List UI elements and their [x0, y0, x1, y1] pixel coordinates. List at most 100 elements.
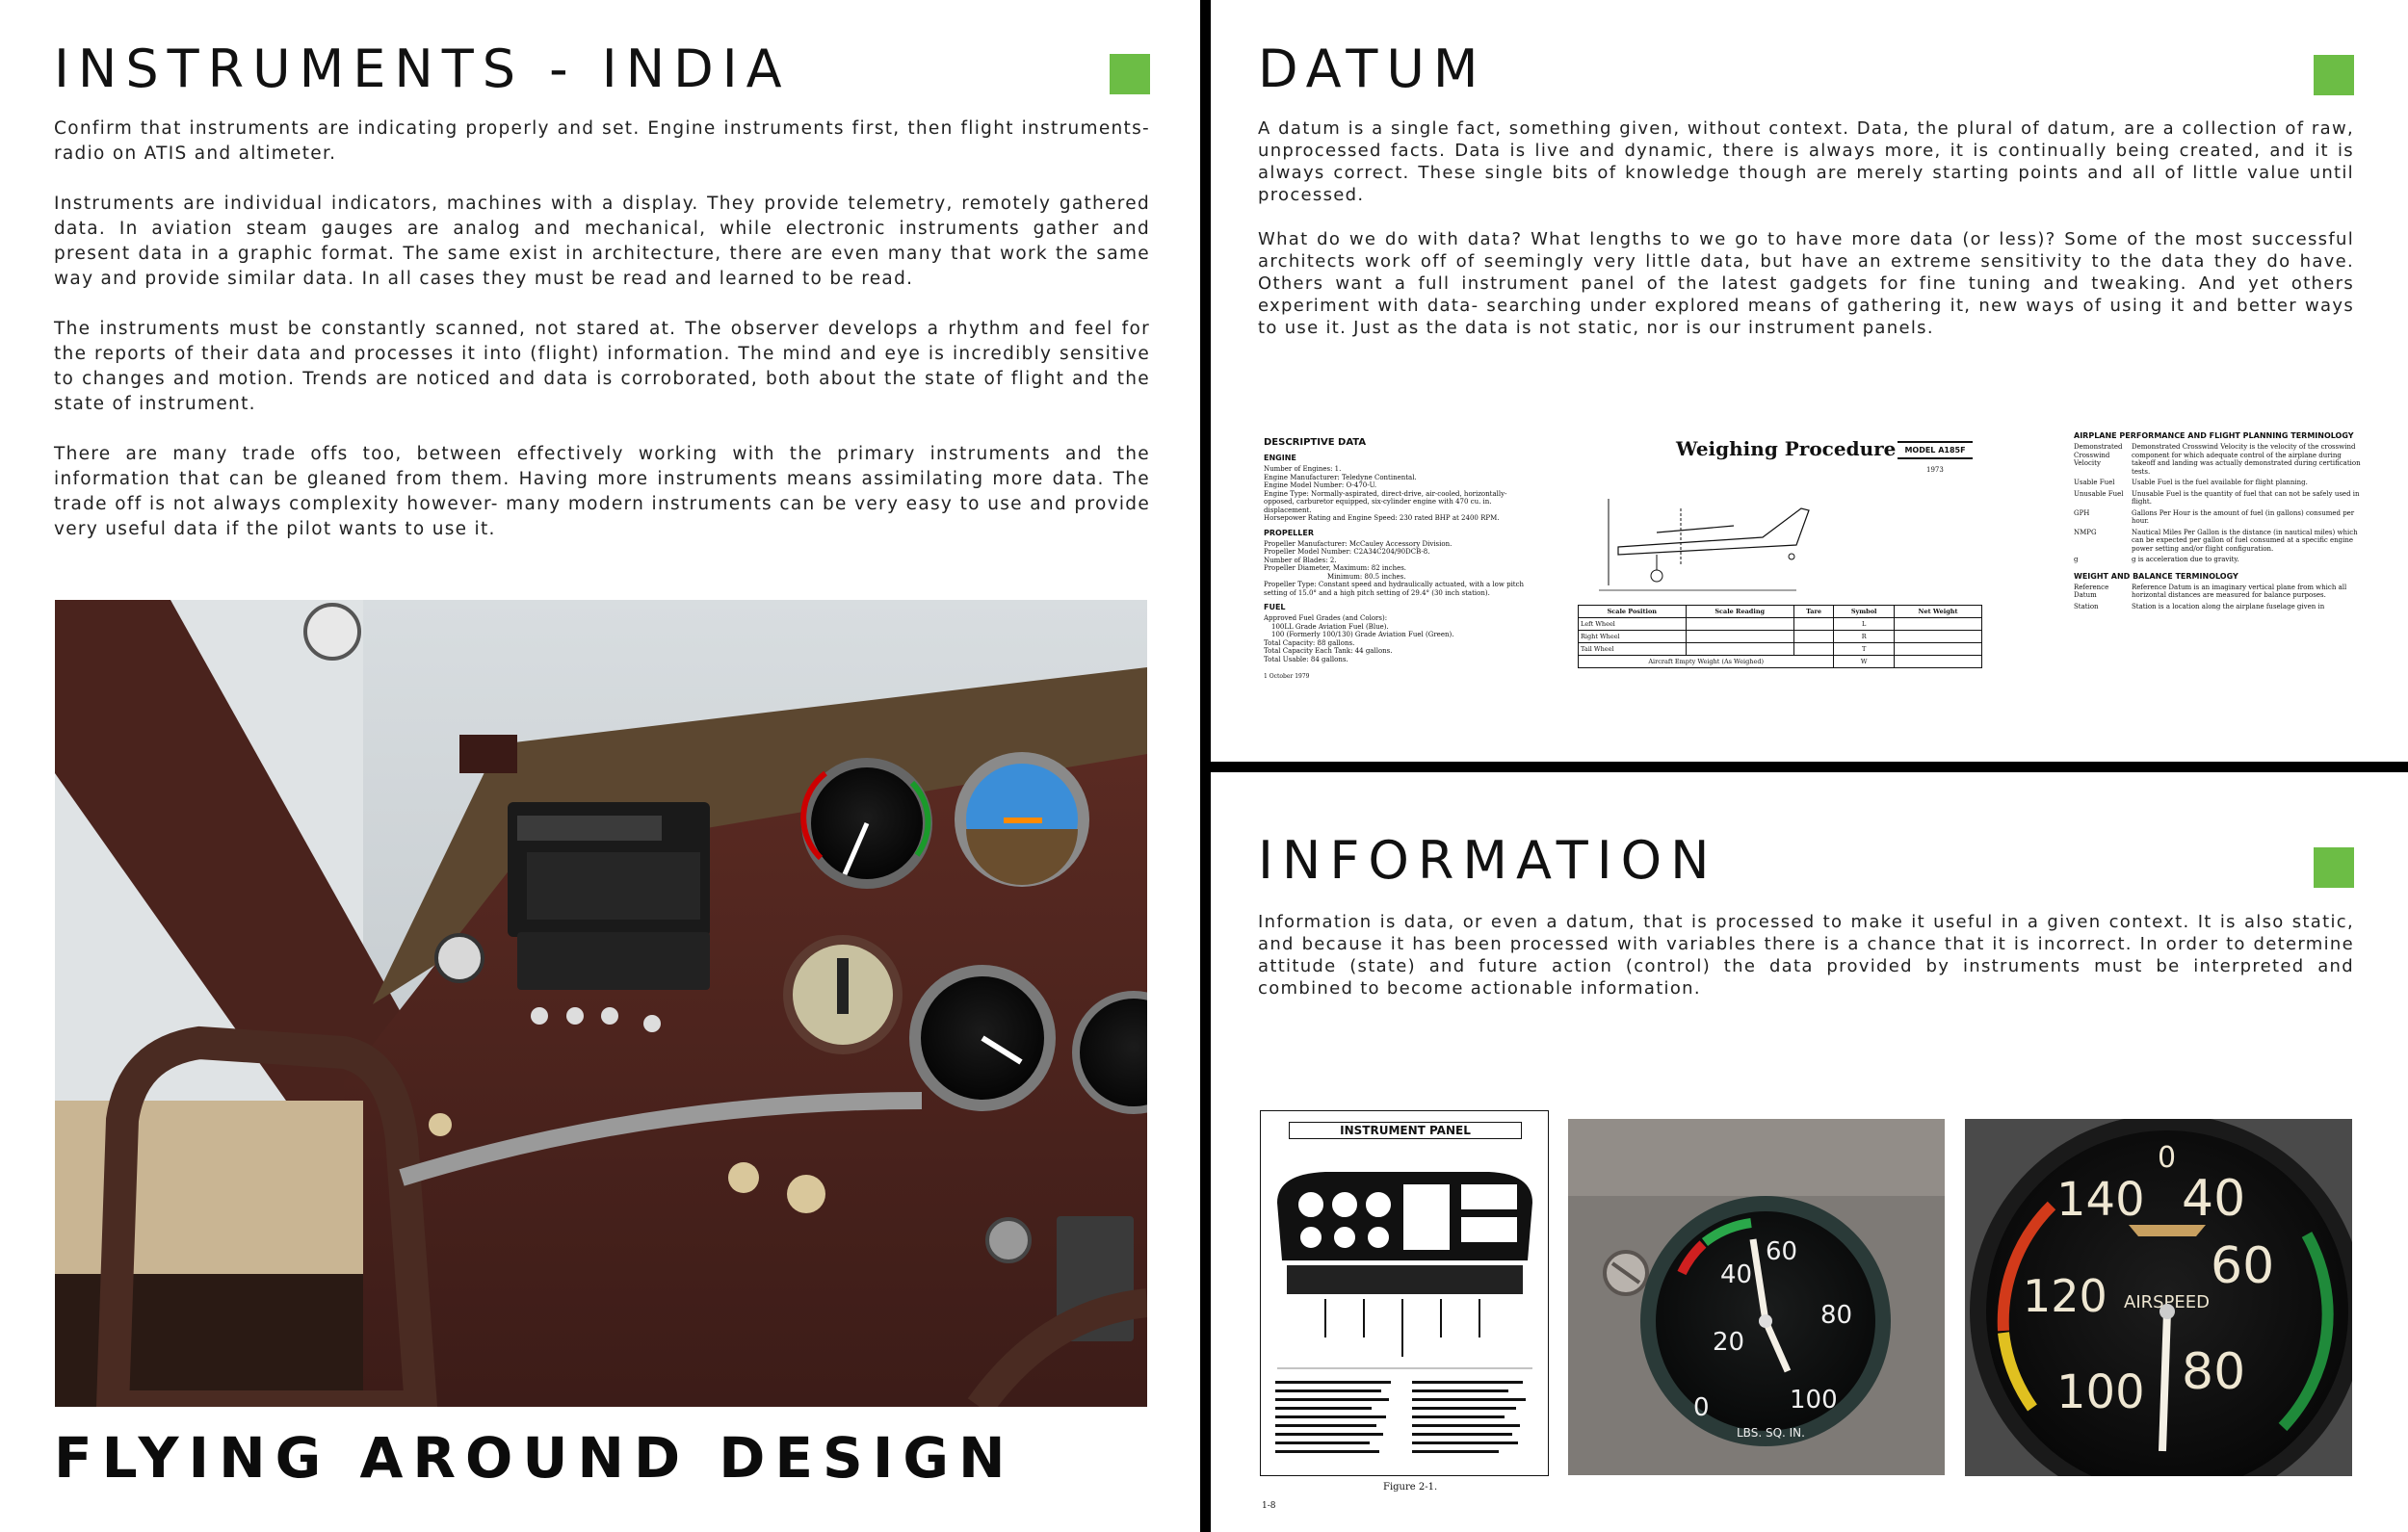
diagram-page-number: 1-8	[1262, 1501, 1276, 1511]
manual-line: 100 (Formerly 100/130) Grade Aviation Fu…	[1271, 631, 1454, 638]
aircraft-diagram	[1599, 499, 1810, 591]
term-row: GPH Gallons Per Hour is the amount of fu…	[2074, 509, 2363, 526]
table-cell: Aircraft Empty Weight (As Weighed)	[1577, 655, 1835, 668]
manual-subheading: PROPELLER	[1264, 528, 1314, 537]
gauge-tick-label: 80	[1820, 1301, 1852, 1330]
airspeed-tick-label: 120	[2023, 1270, 2107, 1322]
gauge-unit-label: LBS. SQ. IN.	[1737, 1426, 1805, 1440]
table-cell	[1793, 642, 1835, 656]
airspeed-tick-label: 140	[2056, 1173, 2145, 1227]
term-row: NMPG Nautical Miles Per Gallon is the di…	[2074, 529, 2363, 554]
weighing-table: Scale Position Scale Reading Tare Symbol…	[1577, 605, 1982, 668]
panel-drawing	[1275, 1172, 1532, 1453]
manual-line: Total Usable: 84 gallons.	[1264, 655, 1348, 663]
term-row: Usable Fuel Usable Fuel is the fuel avai…	[2074, 479, 2363, 487]
manual-line: Propeller Model Number: C2A34C204/90DCB-…	[1264, 548, 1430, 556]
airspeed-tick-label: 100	[2056, 1365, 2145, 1419]
pressure-gauge-photo: 20 0 40 60 80 100 LBS. SQ. IN.	[1568, 1119, 1945, 1475]
gauge-tick-label: 60	[1766, 1237, 1797, 1266]
instruments-paragraph: Confirm that instruments are indicating …	[54, 118, 1150, 164]
airspeed-label: AIRSPEED	[2124, 1292, 2210, 1312]
manual-subheading: FUEL	[1264, 603, 1286, 611]
manual-line: Propeller Type: Constant speed and hydra…	[1264, 581, 1525, 597]
diagram-caption: Figure 2-1.	[1383, 1482, 1438, 1493]
table-cell	[1685, 617, 1794, 631]
term-definition: Usable Fuel is the fuel available for fl…	[2132, 479, 2308, 486]
table-cell	[1894, 630, 1982, 643]
manual-line: Total Capacity: 88 gallons.	[1264, 638, 1355, 647]
table-cell	[1793, 630, 1835, 643]
manual-subheading: ENGINE	[1264, 454, 1296, 462]
table-cell	[1894, 642, 1982, 656]
manual-line: Propeller Manufacturer: McCauley Accesso…	[1264, 539, 1453, 548]
manual-line: Approved Fuel Grades (and Colors):	[1264, 614, 1388, 622]
airspeed-gauge-photo: 0 140 40 60 120 100 80 AIRSPEED	[1965, 1119, 2352, 1476]
table-header: Net Weight	[1894, 605, 1982, 618]
term-definition: g is acceleration due to gravity.	[2132, 556, 2239, 563]
cockpit-illustration	[55, 600, 1147, 1407]
table-cell: T	[1833, 642, 1896, 656]
manual-line: Minimum: 80.5 inches.	[1327, 572, 1406, 581]
table-cell	[1685, 630, 1794, 643]
cockpit-photo	[55, 600, 1147, 1407]
manual-terminology: AIRPLANE PERFORMANCE AND FLIGHT PLANNING…	[2074, 429, 2363, 684]
table-cell	[1894, 617, 1982, 631]
manual-line: Number of Blades: 2.	[1264, 556, 1337, 564]
term-definition: Unusable Fuel is the quantity of fuel th…	[2132, 489, 2360, 506]
accent-square-datum	[2314, 55, 2354, 95]
table-row: Right Wheel R	[1578, 630, 1982, 643]
term-name: Reference Datum	[2074, 583, 2109, 600]
manual-weighing-procedure: Weighing Procedure MODEL A185F 1973 Scal…	[1570, 431, 1984, 684]
gauge-tick-label: 0	[1693, 1393, 1710, 1422]
manual-line: Total Capacity Each Tank: 44 gallons.	[1264, 647, 1393, 655]
table-cell: R	[1833, 630, 1896, 643]
accent-square-information	[2314, 847, 2354, 888]
table-row: Aircraft Empty Weight (As Weighed) W	[1577, 655, 1982, 668]
table-header: Tare	[1793, 605, 1835, 618]
model-year: 1973	[1926, 466, 1944, 474]
table-cell: Right Wheel	[1578, 630, 1687, 643]
term-name: Unusable Fuel	[2074, 489, 2124, 498]
table-cell: L	[1833, 617, 1896, 631]
term-name: Usable Fuel	[2074, 479, 2115, 486]
table-cell: W	[1833, 655, 1896, 668]
manual-line: Horsepower Rating and Engine Speed: 230 …	[1264, 514, 1500, 522]
document-footer-title: FLYING AROUND DESIGN	[54, 1425, 1015, 1491]
information-title: INFORMATION	[1258, 830, 1718, 891]
term-definition: Nautical Miles Per Gallon is the distanc…	[2132, 528, 2358, 553]
term-row: Reference Datum Reference Datum is an im…	[2074, 584, 2363, 600]
manual-footnote: 1 October 1979	[1264, 673, 1310, 680]
datum-paragraph: What do we do with data? What lengths to…	[1258, 229, 2354, 338]
term-definition: Reference Datum is an imaginary vertical…	[2132, 583, 2347, 600]
instruments-section: INSTRUMENTS - INDIA	[54, 39, 1150, 99]
datum-section: DATUM	[1258, 39, 2308, 99]
term-row: g g is acceleration due to gravity.	[2074, 556, 2363, 564]
datum-paragraph: A datum is a single fact, something give…	[1258, 118, 2354, 205]
horizontal-divider	[1200, 762, 2408, 772]
information-body: Information is data, or even a datum, th…	[1258, 911, 2354, 1025]
terminology-heading: WEIGHT AND BALANCE TERMINOLOGY	[2074, 571, 2238, 581]
diagram-title: INSTRUMENT PANEL	[1289, 1122, 1522, 1139]
gauge-tick-label: 100	[1790, 1386, 1838, 1415]
table-row: Tail Wheel T	[1578, 642, 1982, 656]
airspeed-tick-label: 40	[2182, 1170, 2245, 1228]
weighing-heading: Weighing Procedure	[1676, 437, 1897, 460]
term-name: Demonstrated Crosswind Velocity	[2074, 443, 2123, 467]
manual-line: Number of Engines: 1.	[1264, 465, 1342, 473]
information-paragraph: Information is data, or even a datum, th…	[1258, 912, 2354, 999]
table-cell	[1793, 617, 1835, 631]
term-definition: Gallons Per Hour is the amount of fuel (…	[2132, 508, 2355, 526]
diagram-frame	[1260, 1110, 1549, 1476]
term-row: Station Station is a location along the …	[2074, 603, 2363, 611]
airspeed-tick-label: 0	[2158, 1141, 2176, 1175]
table-cell: Left Wheel	[1578, 617, 1687, 631]
instruments-paragraph: The instruments must be constantly scann…	[54, 319, 1150, 414]
datum-body: A datum is a single fact, something give…	[1258, 117, 2354, 364]
term-name: g	[2074, 556, 2079, 563]
manual-line: Engine Manufacturer: Teledyne Continenta…	[1264, 473, 1417, 481]
manual-line: Engine Type: Normally-aspirated, direct-…	[1264, 489, 1507, 514]
manual-heading: DESCRIPTIVE DATA	[1264, 437, 1367, 448]
table-cell	[1894, 655, 1982, 668]
term-definition: Station is a location along the airplane…	[2132, 602, 2325, 610]
table-header: Scale Reading	[1685, 605, 1794, 618]
